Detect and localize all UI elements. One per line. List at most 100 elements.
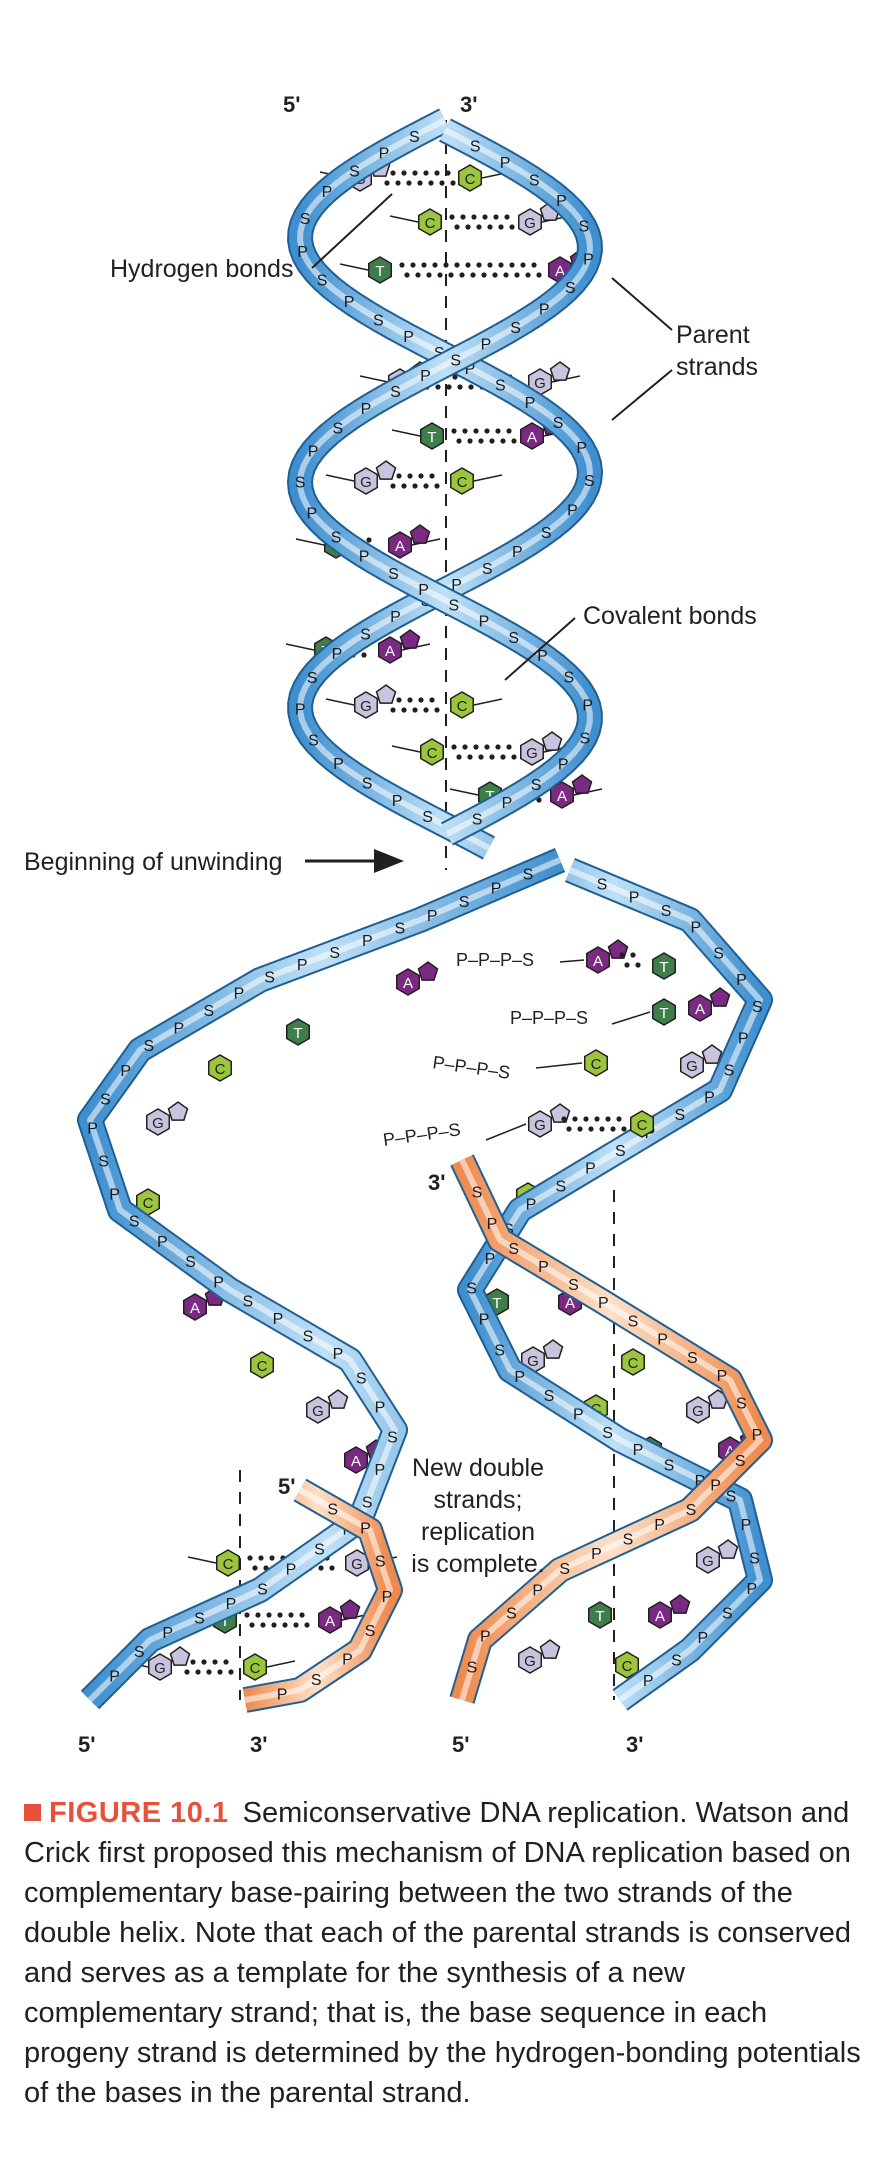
sugar-label: S bbox=[495, 377, 506, 394]
phosphate-label: P bbox=[109, 1668, 120, 1685]
sugar-label: S bbox=[735, 1453, 746, 1470]
phosphate-label: P bbox=[558, 757, 569, 774]
sugar-label: S bbox=[506, 1605, 517, 1622]
sugar-label: S bbox=[541, 525, 552, 542]
sugar-label: S bbox=[300, 211, 311, 228]
base-A: A bbox=[317, 1599, 361, 1634]
phosphate-label: P bbox=[418, 582, 429, 599]
phosphate-label: P bbox=[487, 1216, 498, 1233]
base-G: G bbox=[147, 1646, 191, 1681]
base-C: C bbox=[417, 208, 443, 236]
sugar-label: S bbox=[584, 473, 595, 490]
svg-text:G: G bbox=[360, 698, 372, 715]
sugar-label: S bbox=[568, 1277, 579, 1294]
svg-text:G: G bbox=[702, 1553, 714, 1570]
phosphate-label: P bbox=[120, 1063, 131, 1080]
svg-text:T: T bbox=[375, 263, 384, 280]
phosphate-label: P bbox=[333, 1346, 344, 1363]
phosphate-label: P bbox=[582, 698, 593, 715]
phosphate-label: P bbox=[297, 957, 308, 974]
label-5prime-top: 5' bbox=[283, 92, 300, 117]
phosphate-label: P bbox=[629, 890, 640, 907]
sugar-label: S bbox=[311, 1672, 322, 1689]
sugar-label: S bbox=[242, 1293, 253, 1310]
phosphate-label: P bbox=[633, 1442, 644, 1459]
sugar-label: S bbox=[194, 1611, 205, 1628]
nucleotide-ppps-4: P–P–P–S bbox=[382, 1119, 462, 1150]
sugar-label: S bbox=[356, 1371, 367, 1388]
sugar-label: S bbox=[472, 811, 483, 828]
sugar-label: S bbox=[349, 164, 360, 181]
nucleotide-ppps-1: P–P–P–S bbox=[456, 950, 534, 970]
svg-text:T: T bbox=[485, 788, 494, 805]
base-A: A bbox=[387, 524, 431, 559]
phosphate-label: P bbox=[512, 544, 523, 561]
sugar-label: S bbox=[308, 733, 319, 750]
sugar-label: S bbox=[450, 353, 461, 370]
base-G: G bbox=[519, 731, 563, 766]
phosphate-label: P bbox=[234, 985, 245, 1002]
sugar-label: S bbox=[623, 1532, 634, 1549]
base-A: A bbox=[585, 939, 629, 974]
sugar-label: S bbox=[394, 921, 405, 938]
phosphate-label: P bbox=[556, 193, 567, 210]
phosphate-label: P bbox=[485, 1251, 496, 1268]
svg-text:C: C bbox=[257, 1358, 268, 1375]
svg-text:G: G bbox=[526, 745, 538, 762]
sugar-label: S bbox=[726, 1489, 737, 1506]
svg-text:C: C bbox=[250, 1660, 261, 1677]
sugar-label: S bbox=[303, 1328, 314, 1345]
base-G: G bbox=[679, 1044, 723, 1079]
sugar-label: S bbox=[295, 474, 306, 491]
figure-label: FIGURE 10.1 bbox=[49, 1797, 229, 1829]
sugar-label: S bbox=[686, 1502, 697, 1519]
sugar-label: S bbox=[470, 139, 481, 156]
label-covalent-bonds: Covalent bonds bbox=[583, 602, 757, 630]
phosphate-label: P bbox=[717, 1368, 728, 1385]
base-G: G bbox=[305, 1389, 349, 1424]
svg-text:G: G bbox=[351, 1556, 363, 1573]
phosphate-label: P bbox=[567, 503, 578, 520]
phosphate-label: P bbox=[322, 184, 333, 201]
phosphate-label: P bbox=[479, 1311, 490, 1328]
phosphate-label: P bbox=[695, 1473, 706, 1490]
phosphate-label: P bbox=[526, 1196, 537, 1213]
phosphate-label: P bbox=[585, 1161, 596, 1178]
label-5prime-bottom-right: 5' bbox=[452, 1732, 469, 1757]
base-T: T bbox=[367, 256, 393, 284]
sugar-label: S bbox=[544, 1388, 555, 1405]
sugar-label: S bbox=[602, 1425, 613, 1442]
base-C: C bbox=[629, 1110, 655, 1138]
phosphate-label: P bbox=[295, 702, 306, 719]
phosphate-label: P bbox=[480, 1628, 491, 1645]
phosphate-label: P bbox=[654, 1517, 665, 1534]
phosphate-label: P bbox=[157, 1234, 168, 1251]
phosphate-label: P bbox=[273, 1311, 284, 1328]
hydrogen-bond-dots bbox=[244, 1612, 310, 1628]
base-C: C bbox=[620, 1348, 646, 1376]
base-G: G bbox=[527, 361, 571, 396]
svg-text:C: C bbox=[457, 698, 468, 715]
phosphate-label: P bbox=[360, 1520, 371, 1537]
phosphate-label: P bbox=[390, 609, 401, 626]
hydrogen-bond-dots bbox=[379, 170, 456, 186]
sugar-label: S bbox=[362, 1494, 373, 1511]
phosphate-label: P bbox=[598, 1295, 609, 1312]
phosphate-label: P bbox=[226, 1596, 237, 1613]
phosphate-label: P bbox=[752, 1427, 763, 1444]
svg-text:C: C bbox=[628, 1355, 639, 1372]
sugar-label: S bbox=[100, 1091, 111, 1108]
sugar-label: S bbox=[448, 598, 459, 615]
base-C: C bbox=[457, 164, 483, 192]
phosphate-label: P bbox=[539, 302, 550, 319]
sugar-label: S bbox=[390, 384, 401, 401]
caption-text: Semiconservative DNA replication. Watson… bbox=[24, 1797, 861, 2109]
phosphate-label: P bbox=[87, 1121, 98, 1138]
hydrogen-bond-dots bbox=[619, 952, 641, 968]
